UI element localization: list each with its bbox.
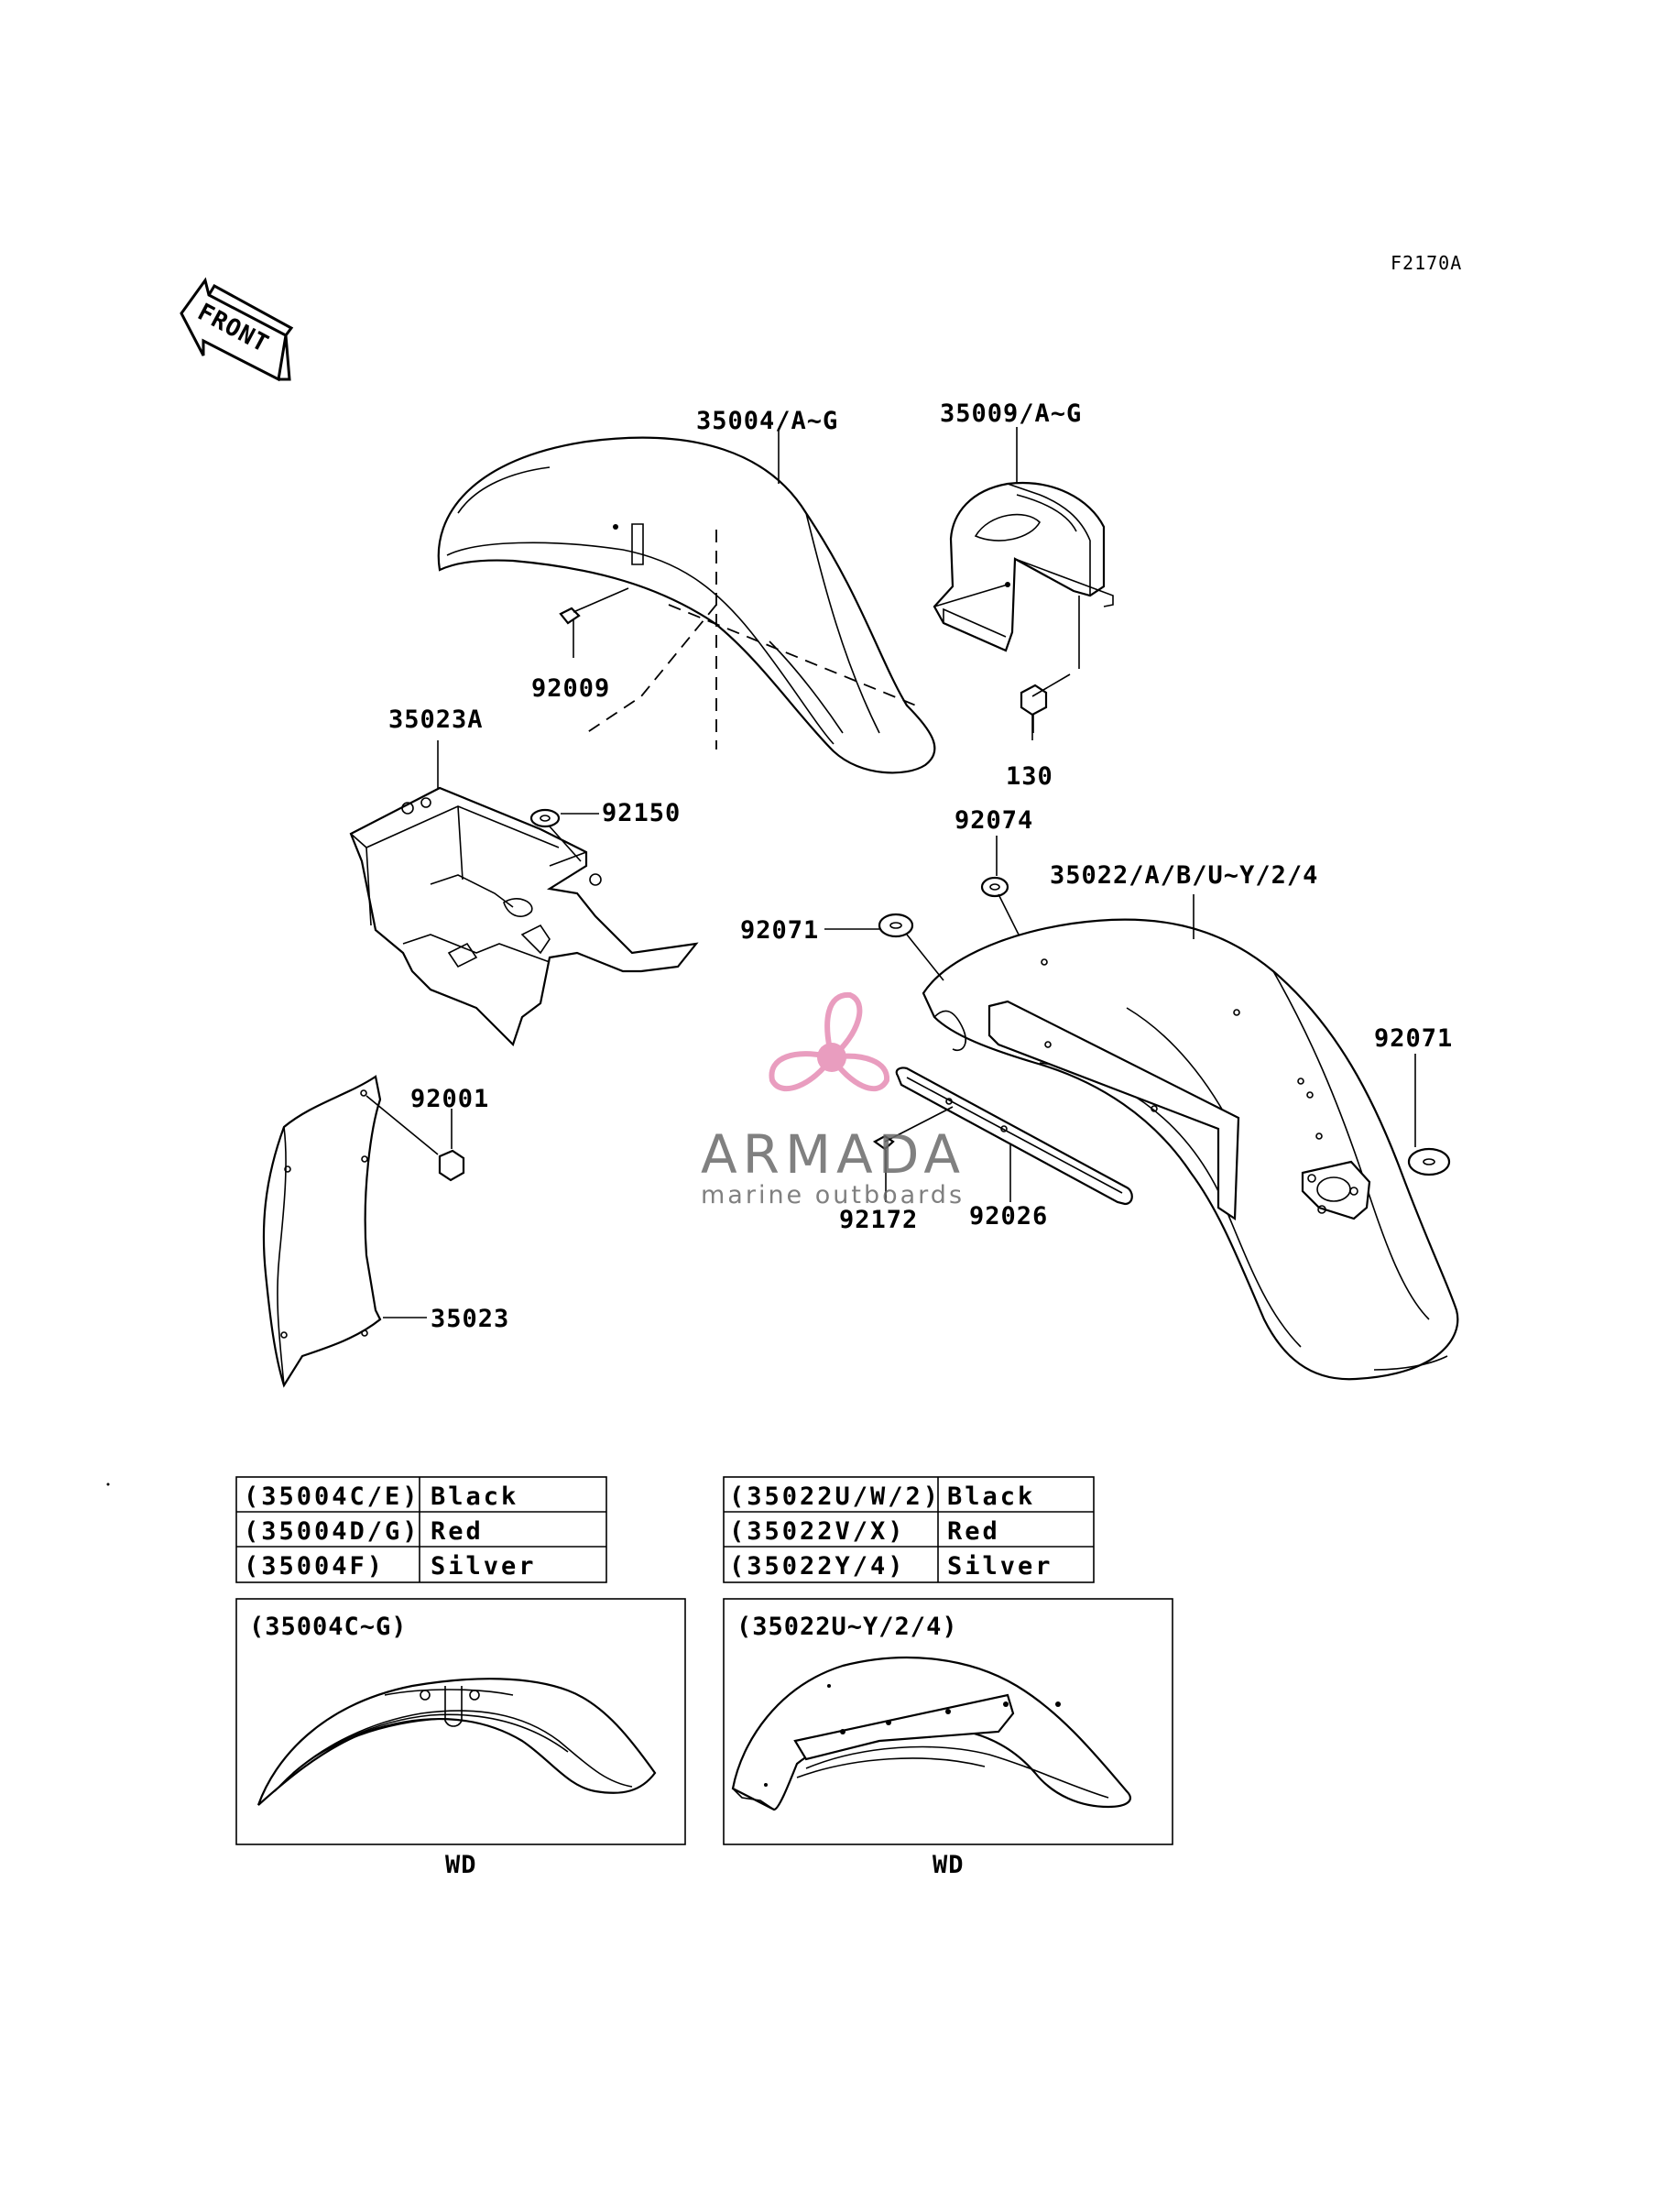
washer-92071-left-icon [878,913,944,981]
variant-left-caption: WD [445,1851,477,1879]
label-92026: 92026 [969,1202,1048,1231]
label-35004: 35004/A~G [696,407,838,435]
label-92071-right: 92071 [1374,1024,1453,1053]
label-92172: 92172 [839,1206,918,1234]
bolt-92172-icon [872,1106,954,1151]
variant-box-left: (35004C~G) [235,1598,686,1845]
color-table-right: (35022U/W/2) Black (35022V/X) Red (35022… [723,1476,1095,1583]
front-arrow-icon: FRONT [180,277,294,382]
plate-92026 [895,1067,1133,1206]
label-35023: 35023 [431,1305,509,1333]
diagram-code: F2170A [1391,252,1462,274]
fender-bracket-35009 [933,481,1114,652]
mud-flap-35023 [262,1075,382,1388]
rear-fender-35022 [922,918,1459,1381]
left-table-code-3: (35004F) [244,1552,385,1581]
washer-92150-icon [529,808,582,862]
bolt-92001-icon [365,1095,465,1182]
label-35023a: 35023A [388,706,484,734]
label-92074: 92074 [955,806,1033,835]
left-table-code-1: (35004C/E) [244,1482,420,1511]
right-table-color-1: Black [947,1482,1035,1511]
right-table-code-3: (35022Y/4) [729,1552,906,1581]
label-92009: 92009 [531,674,610,703]
armada-watermark: ARMADA marine outboards [701,991,965,1209]
label-35022: 35022/A/B/U~Y/2/4 [1050,861,1318,890]
right-table-color-2: Red [947,1517,1000,1546]
battery-case-35023a [349,786,699,1047]
washer-92071-right-icon [1407,1147,1451,1176]
front-fender-35004 [437,436,936,774]
right-table-code-1: (35022U/W/2) [729,1482,941,1511]
propeller-logo-icon [769,991,890,1092]
left-table-color-2: Red [431,1517,484,1546]
label-35009: 35009/A~G [940,399,1082,428]
right-table-color-3: Silver [947,1552,1053,1581]
watermark-tagline: marine outboards [701,1181,965,1209]
variant-right-title: (35022U~Y/2/4) [736,1613,958,1641]
label-130: 130 [1006,762,1053,791]
watermark-name: ARMADA [701,1123,965,1186]
variant-box-right: (35022U~Y/2/4) [723,1598,1173,1845]
label-92071-left: 92071 [740,916,819,945]
variant-left-title: (35004C~G) [249,1613,408,1641]
bolt-92009-icon [559,587,629,625]
washer-92074-icon [980,876,1009,898]
left-table-color-1: Black [431,1482,518,1511]
label-92150: 92150 [602,799,681,827]
left-table-color-3: Silver [431,1552,537,1581]
right-table-code-2: (35022V/X) [729,1517,906,1546]
left-table-code-2: (35004D/G) [244,1517,420,1546]
label-92001: 92001 [410,1085,489,1113]
variant-right-caption: WD [933,1851,965,1879]
bolt-130-icon [1020,596,1080,733]
leader-lines [383,427,1416,1318]
color-table-left: (35004C/E) Black (35004D/G) Red (35004F)… [235,1476,607,1583]
